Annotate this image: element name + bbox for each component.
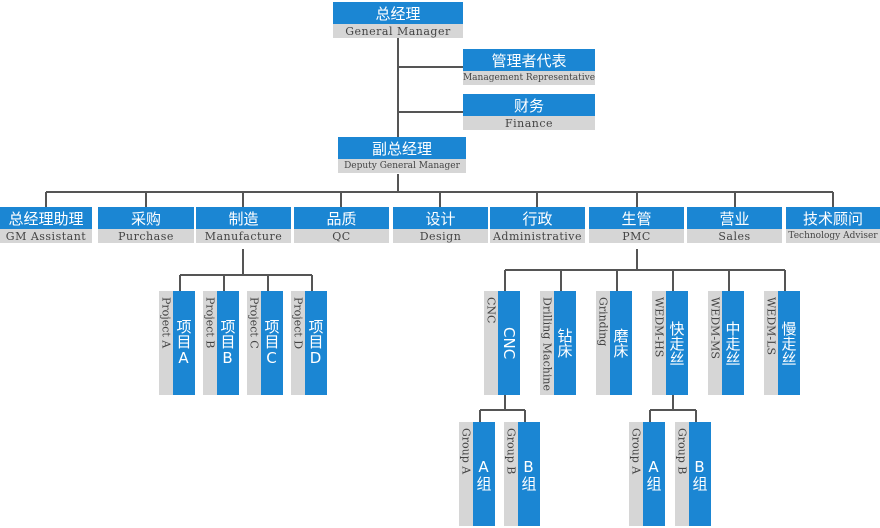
department-cn: 制造	[196, 207, 291, 229]
project-en: Project C	[247, 291, 261, 395]
general-manager-cn: 总经理	[333, 2, 463, 24]
finance-cn: 财务	[463, 94, 595, 116]
project-a-box: Project A 项目A	[159, 291, 195, 395]
department-purchase: 采购 Purchase	[98, 207, 194, 243]
department-cn: 生管	[589, 207, 684, 229]
pmc-unit-cn: 钻床	[554, 291, 576, 395]
project-c-box: Project C 项目C	[247, 291, 283, 395]
general-manager-box: 总经理 General Manager	[333, 2, 463, 38]
group-cn: A组	[643, 422, 665, 526]
department-manufacture: 制造 Manufacture	[196, 207, 291, 243]
cnc-group-b: Group B B组	[504, 422, 540, 526]
management-representative-box: 管理者代表 Management Representative	[463, 49, 595, 85]
pmc-unit-wedm-ms: WEDM-MS 中走丝	[708, 291, 744, 395]
department-cn: 行政	[490, 207, 585, 229]
pmc-unit-en: WEDM-LS	[764, 291, 778, 395]
pmc-unit-cn: 快走丝	[666, 291, 688, 395]
group-en: Group A	[459, 422, 473, 526]
pmc-unit-en: Grinding	[596, 291, 610, 395]
group-cn: B组	[518, 422, 540, 526]
department-cn: 技术顾问	[786, 207, 880, 229]
project-en: Project D	[291, 291, 305, 395]
wedm-group-b: Group B B组	[675, 422, 711, 526]
department-cn: 采购	[98, 207, 194, 229]
department-en: QC	[294, 229, 389, 243]
department-design: 设计 Design	[393, 207, 488, 243]
management-representative-en: Management Representative	[463, 71, 595, 85]
department-en: Technology Adviser	[786, 229, 880, 243]
pmc-unit-en: WEDM-HS	[652, 291, 666, 395]
deputy-general-manager-box: 副总经理 Deputy General Manager	[338, 137, 466, 173]
deputy-general-manager-cn: 副总经理	[338, 137, 466, 159]
department-qc: 品质 QC	[294, 207, 389, 243]
department-cn: 营业	[687, 207, 782, 229]
department-sales: 营业 Sales	[687, 207, 782, 243]
pmc-unit-en: WEDM-MS	[708, 291, 722, 395]
department-en: Purchase	[98, 229, 194, 243]
department-cn: 总经理助理	[0, 207, 92, 229]
pmc-unit-cn: 中走丝	[722, 291, 744, 395]
department-cn: 设计	[393, 207, 488, 229]
project-en: Project A	[159, 291, 173, 395]
pmc-unit-wedm-hs: WEDM-HS 快走丝	[652, 291, 688, 395]
finance-box: 财务 Finance	[463, 94, 595, 130]
group-cn: B组	[689, 422, 711, 526]
pmc-unit-cn: 磨床	[610, 291, 632, 395]
pmc-unit-cn: CNC	[498, 291, 520, 395]
pmc-unit-en: Drilling Machine	[540, 291, 554, 395]
project-cn: 项目B	[217, 291, 239, 395]
group-en: Group B	[675, 422, 689, 526]
general-manager-en: General Manager	[333, 24, 463, 38]
pmc-unit-cnc: CNC CNC	[484, 291, 520, 395]
project-en: Project B	[203, 291, 217, 395]
department-en: GM Assistant	[0, 229, 92, 243]
group-en: Group B	[504, 422, 518, 526]
department-pmc: 生管 PMC	[589, 207, 684, 243]
finance-en: Finance	[463, 116, 595, 130]
project-b-box: Project B 项目B	[203, 291, 239, 395]
project-cn: 项目C	[261, 291, 283, 395]
pmc-unit-wedm-ls: WEDM-LS 慢走丝	[764, 291, 800, 395]
pmc-unit-en: CNC	[484, 291, 498, 395]
project-cn: 项目D	[305, 291, 327, 395]
department-en: PMC	[589, 229, 684, 243]
department-en: Sales	[687, 229, 782, 243]
pmc-unit-drilling: Drilling Machine 钻床	[540, 291, 576, 395]
department-en: Manufacture	[196, 229, 291, 243]
department-en: Design	[393, 229, 488, 243]
pmc-unit-cn: 慢走丝	[778, 291, 800, 395]
deputy-general-manager-en: Deputy General Manager	[338, 159, 466, 173]
department-gm-assistant: 总经理助理 GM Assistant	[0, 207, 92, 243]
group-en: Group A	[629, 422, 643, 526]
pmc-unit-grinding: Grinding 磨床	[596, 291, 632, 395]
department-technology-adviser: 技术顾问 Technology Adviser	[786, 207, 880, 243]
cnc-group-a: Group A A组	[459, 422, 495, 526]
project-cn: 项目A	[173, 291, 195, 395]
department-en: Administrative	[490, 229, 585, 243]
management-representative-cn: 管理者代表	[463, 49, 595, 71]
department-administrative: 行政 Administrative	[490, 207, 585, 243]
group-cn: A组	[473, 422, 495, 526]
project-d-box: Project D 项目D	[291, 291, 327, 395]
wedm-group-a: Group A A组	[629, 422, 665, 526]
department-cn: 品质	[294, 207, 389, 229]
